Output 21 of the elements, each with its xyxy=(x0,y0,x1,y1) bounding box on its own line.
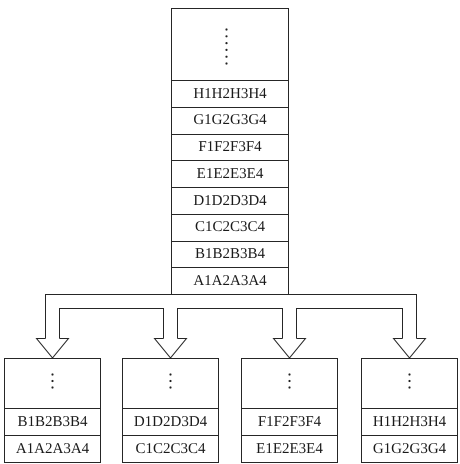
row-label: E1E2E3E4 xyxy=(196,166,264,182)
row-label: D1D2D3D4 xyxy=(193,192,267,210)
row-label: G1G2G3G4 xyxy=(372,440,446,458)
row-label: B1B2B3B4 xyxy=(17,414,88,430)
block-frame xyxy=(4,358,101,463)
row-label: A1A2A3A4 xyxy=(193,272,267,290)
block-frame xyxy=(241,358,338,463)
row-label: A1A2A3A4 xyxy=(16,440,90,458)
row-label: F1F2F3F4 xyxy=(198,139,262,156)
row-label: H1H2H3H4 xyxy=(193,86,267,102)
row-label: G1G2G3G4 xyxy=(193,112,267,129)
block-frame xyxy=(122,358,219,463)
row-label: D1D2D3D4 xyxy=(134,414,208,430)
row-label: C1C2C3C4 xyxy=(194,219,266,236)
block-frame xyxy=(361,358,458,463)
row-label: B1B2B3B4 xyxy=(194,246,266,263)
stack-frame xyxy=(171,8,289,295)
row-label: F1F2F3F4 xyxy=(258,414,322,430)
row-label: C1C2C3C4 xyxy=(135,440,206,458)
row-label: H1H2H3H4 xyxy=(372,414,446,430)
row-label: E1E2E3E4 xyxy=(256,440,323,458)
